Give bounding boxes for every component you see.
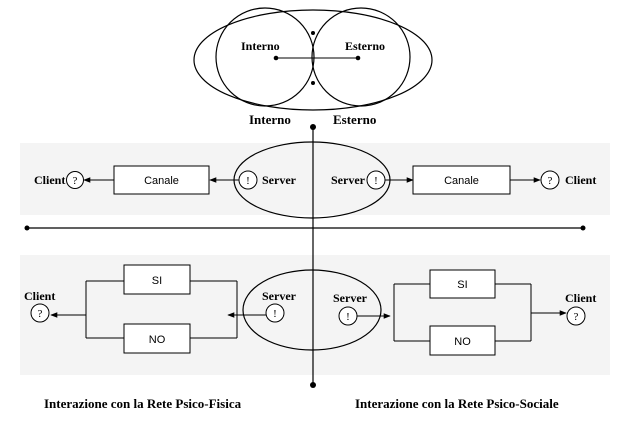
lower-right-client-symbol: ? bbox=[574, 311, 579, 323]
left-server-circle bbox=[238, 170, 258, 190]
lower-right-si-box bbox=[429, 269, 496, 299]
inner-label: Interno bbox=[241, 39, 280, 53]
lower-right-client-circle bbox=[566, 306, 586, 326]
lower-left-si-box bbox=[123, 264, 191, 295]
lower-right-server-symbol: ! bbox=[346, 311, 350, 323]
inner-outer-diagram: Interno Esterno bbox=[193, 7, 433, 111]
right-server-symbol: ! bbox=[374, 175, 378, 187]
left-channel-label: Canale bbox=[144, 175, 179, 187]
right-client-circle bbox=[540, 170, 560, 190]
axis-right-dot bbox=[580, 225, 586, 231]
right-client-symbol: ? bbox=[548, 175, 553, 187]
caption-psycho-physical: Interazione con la Rete Psico-Fisica bbox=[44, 396, 242, 411]
axis-top-dot bbox=[310, 124, 316, 130]
right-channel-label: Canale bbox=[444, 175, 479, 187]
lower-server-ellipse bbox=[242, 269, 382, 351]
lower-left-client-label: Client bbox=[24, 289, 55, 303]
lower-left-server-label: Server bbox=[262, 289, 297, 303]
lower-right-client-label: Client bbox=[565, 291, 596, 305]
outer-ellipse bbox=[193, 9, 433, 111]
axis-bottom-dot bbox=[310, 382, 316, 388]
axis-left-dot bbox=[24, 225, 30, 231]
left-client-label: Client bbox=[34, 173, 65, 187]
axis-label-outer: Esterno bbox=[333, 112, 376, 127]
bottom-contact-dot bbox=[311, 81, 315, 85]
lower-band bbox=[20, 255, 610, 375]
lower-right-si-label: SI bbox=[457, 279, 467, 291]
left-server-label: Server bbox=[262, 173, 297, 187]
lower-left-no-label: NO bbox=[149, 334, 166, 346]
right-client-label: Client bbox=[565, 173, 596, 187]
right-channel-box bbox=[412, 165, 511, 195]
caption-psycho-social: Interazione con la Rete Psico-Sociale bbox=[355, 396, 559, 411]
right-server-label: Server bbox=[331, 173, 366, 187]
social-choice-flow: Server ! SI NO Client ? bbox=[333, 269, 596, 356]
lower-left-server-symbol: ! bbox=[273, 308, 277, 320]
physical-choice-flow: Client ? SI NO Server ! bbox=[24, 264, 297, 354]
outer-dot bbox=[355, 55, 361, 61]
top-contact-dot bbox=[311, 31, 315, 35]
axis-label-inner: Interno bbox=[249, 112, 291, 127]
left-server-symbol: ! bbox=[246, 175, 250, 187]
outer-label: Esterno bbox=[345, 39, 385, 53]
lower-left-client-symbol: ? bbox=[38, 308, 43, 320]
lower-left-si-label: SI bbox=[152, 275, 162, 287]
social-channel-flow: Server ! Canale ? Client bbox=[331, 165, 596, 195]
lower-left-no-box bbox=[123, 323, 191, 354]
lower-right-server-label: Server bbox=[333, 291, 368, 305]
left-client-symbol: ? bbox=[73, 175, 78, 187]
upper-band bbox=[20, 143, 610, 215]
lower-left-client-circle bbox=[30, 303, 50, 323]
lower-right-no-label: NO bbox=[454, 336, 471, 348]
inner-circle bbox=[215, 7, 315, 107]
physical-channel-flow: Client ? Canale ! Server bbox=[34, 165, 297, 195]
outer-circle bbox=[311, 7, 411, 107]
lower-left-server-circle bbox=[265, 303, 285, 323]
inner-dot bbox=[273, 55, 279, 61]
